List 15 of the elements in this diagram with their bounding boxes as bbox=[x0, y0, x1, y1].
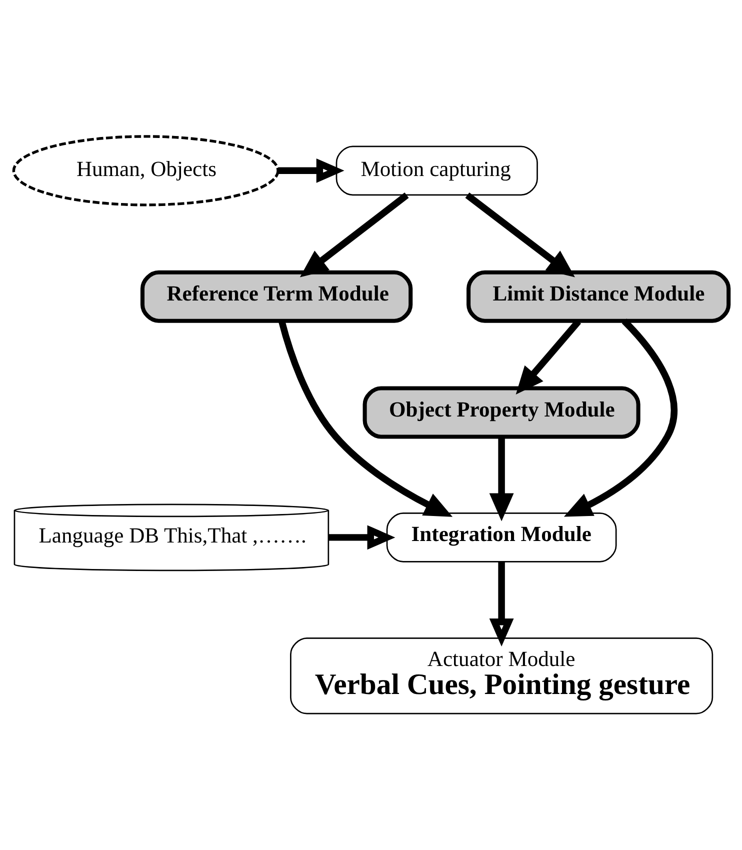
arrow bbox=[328, 525, 396, 550]
node-box: Integration Module bbox=[386, 512, 617, 562]
arrow bbox=[465, 192, 575, 278]
arrow bbox=[489, 562, 514, 646]
node-box: Reference Term Module bbox=[140, 270, 413, 323]
arrow bbox=[489, 436, 514, 522]
arrow bbox=[300, 192, 409, 278]
node-box: Object Property Module bbox=[362, 386, 640, 439]
node-box: Motion capturing bbox=[336, 146, 538, 196]
arrow bbox=[564, 318, 678, 517]
node-box: Actuator Module Verbal Cues, Pointing gesture bbox=[290, 637, 714, 714]
arrow bbox=[278, 320, 453, 517]
node-ellipse: Human, Objects bbox=[12, 135, 280, 206]
node-box: Limit Distance Module bbox=[466, 270, 731, 323]
arrow bbox=[278, 158, 344, 183]
